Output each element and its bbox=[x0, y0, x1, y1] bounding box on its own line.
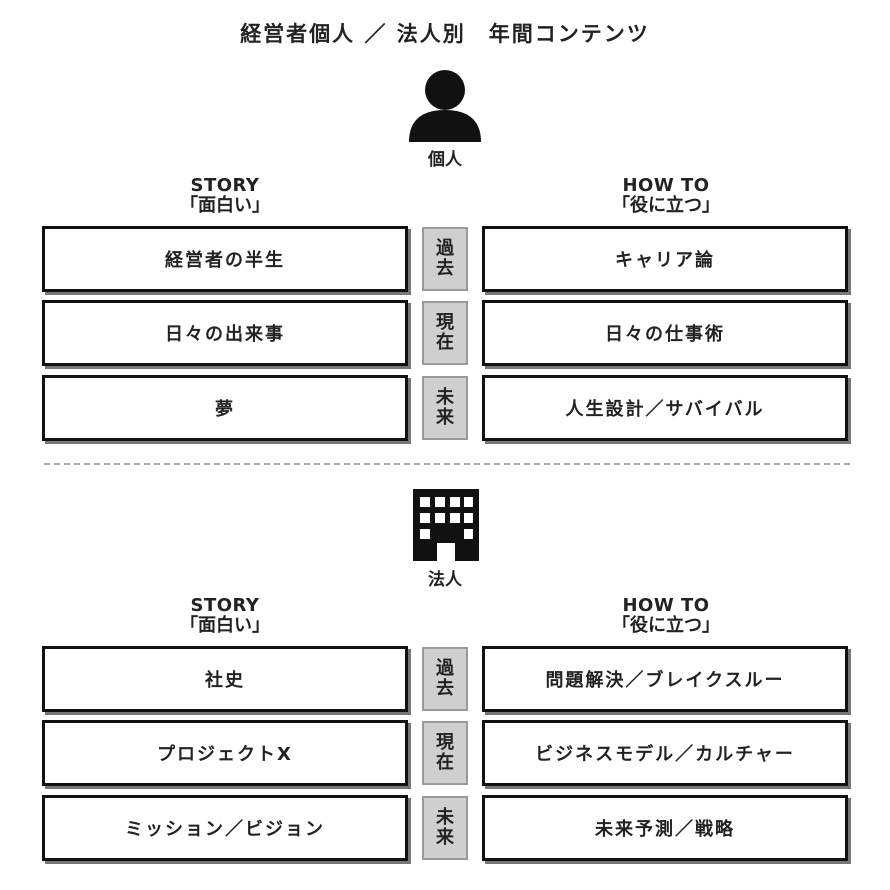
howto-heading-en: HOW TO bbox=[622, 175, 710, 196]
time-char: 在 bbox=[436, 332, 454, 353]
corporation-label: 法人 bbox=[428, 570, 462, 590]
story-box-present: プロジェクトX bbox=[42, 720, 408, 786]
howto-box-present: ビジネスモデル／カルチャー bbox=[482, 720, 848, 786]
story-heading: STORY 「面白い」 bbox=[105, 176, 345, 216]
time-char: 去 bbox=[436, 678, 454, 699]
story-heading: STORY 「面白い」 bbox=[105, 596, 345, 636]
person-icon bbox=[409, 70, 481, 142]
howto-box-present: 日々の仕事術 bbox=[482, 300, 848, 366]
howto-heading-jp: 「役に立つ」 bbox=[612, 195, 720, 216]
story-box-future: 夢 bbox=[42, 375, 408, 441]
time-char: 現 bbox=[436, 732, 454, 753]
story-box-future: ミッション／ビジョン bbox=[42, 795, 408, 861]
howto-box-future: 人生設計／サバイバル bbox=[482, 375, 848, 441]
time-label-future: 未 来 bbox=[422, 376, 468, 440]
story-heading-jp: 「面白い」 bbox=[180, 195, 270, 216]
time-char: 過 bbox=[436, 238, 454, 259]
story-heading-en: STORY bbox=[190, 595, 260, 616]
howto-heading: HOW TO 「役に立つ」 bbox=[546, 596, 786, 636]
howto-box-past: 問題解決／ブレイクスルー bbox=[482, 646, 848, 712]
individual-label: 個人 bbox=[428, 150, 462, 170]
time-char: 過 bbox=[436, 658, 454, 679]
time-label-present: 現 在 bbox=[422, 721, 468, 785]
story-heading-jp: 「面白い」 bbox=[180, 615, 270, 636]
howto-heading: HOW TO 「役に立つ」 bbox=[546, 176, 786, 216]
howto-heading-en: HOW TO bbox=[622, 595, 710, 616]
howto-box-past: キャリア論 bbox=[482, 226, 848, 292]
time-char: 在 bbox=[436, 752, 454, 773]
story-box-past: 経営者の半生 bbox=[42, 226, 408, 292]
page-title: 経営者個人 ／ 法人別 年間コンテンツ bbox=[240, 22, 650, 46]
story-box-present: 日々の出来事 bbox=[42, 300, 408, 366]
howto-heading-jp: 「役に立つ」 bbox=[612, 615, 720, 636]
howto-box-future: 未来予測／戦略 bbox=[482, 795, 848, 861]
time-char: 未 bbox=[436, 387, 454, 408]
section-divider bbox=[44, 463, 850, 465]
time-char: 未 bbox=[436, 807, 454, 828]
story-box-past: 社史 bbox=[42, 646, 408, 712]
time-label-past: 過 去 bbox=[422, 647, 468, 711]
time-char: 現 bbox=[436, 312, 454, 333]
story-heading-en: STORY bbox=[190, 175, 260, 196]
time-label-present: 現 在 bbox=[422, 301, 468, 365]
time-char: 去 bbox=[436, 258, 454, 279]
time-label-past: 過 去 bbox=[422, 227, 468, 291]
time-char: 来 bbox=[436, 827, 454, 848]
time-char: 来 bbox=[436, 407, 454, 428]
building-icon bbox=[413, 489, 479, 561]
time-label-future: 未 来 bbox=[422, 796, 468, 860]
